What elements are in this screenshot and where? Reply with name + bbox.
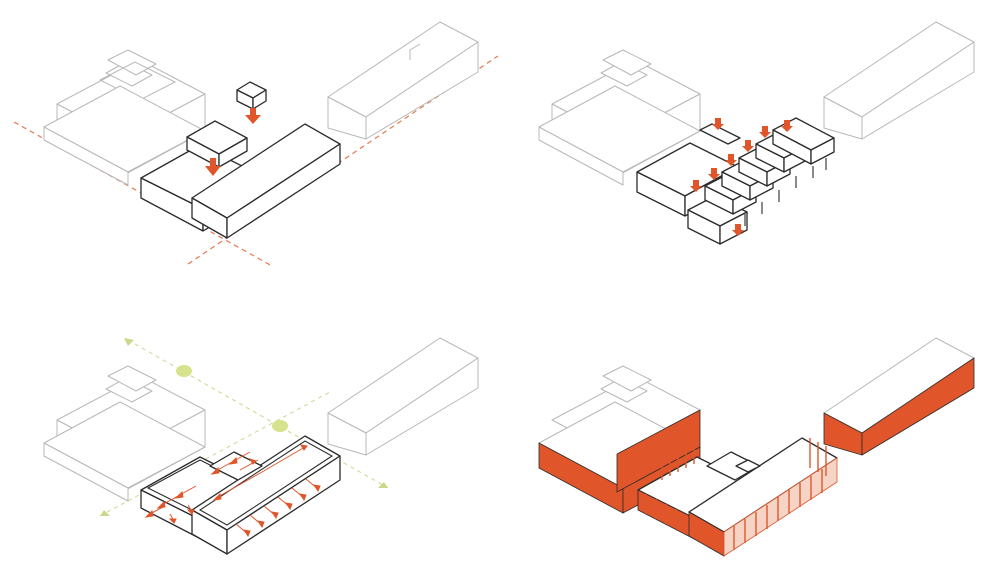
panel-unit-subdivision xyxy=(538,21,975,245)
project-block-right xyxy=(191,123,341,239)
flow-axis-line xyxy=(99,391,331,517)
flow-node-icon xyxy=(176,365,192,377)
screen-fins xyxy=(645,422,827,550)
panel-site-massing xyxy=(13,21,499,267)
unit-modules xyxy=(687,117,835,245)
project-block-lifted xyxy=(209,451,263,481)
flow-arrow-icon xyxy=(124,338,134,346)
down-arrow-icon xyxy=(245,108,261,124)
flow-node-icon xyxy=(272,420,288,432)
panel-facade-treatment xyxy=(538,337,975,557)
flow-arrow-icon xyxy=(100,510,110,516)
context-building-bar xyxy=(327,21,479,140)
down-arrow-icon xyxy=(690,118,793,236)
project-block-floating xyxy=(236,81,267,110)
flow-axis-line xyxy=(127,339,389,489)
context-building-courtyard xyxy=(43,365,206,502)
panel-circulation-flow xyxy=(43,337,479,555)
down-arrow-icon xyxy=(205,158,221,176)
context-building-bar-highlighted xyxy=(823,337,975,456)
vertical-fins xyxy=(744,158,827,226)
context-building-courtyard xyxy=(43,49,206,186)
flow-arrow-icon xyxy=(144,444,321,538)
flow-arrow-icon xyxy=(378,482,388,488)
context-building-bar xyxy=(327,337,479,456)
context-building-bar xyxy=(823,21,975,140)
project-block-right-screened xyxy=(688,437,838,557)
project-block-lifted xyxy=(706,451,761,481)
project-block-right-open xyxy=(191,435,341,555)
context-building-courtyard xyxy=(538,49,701,186)
